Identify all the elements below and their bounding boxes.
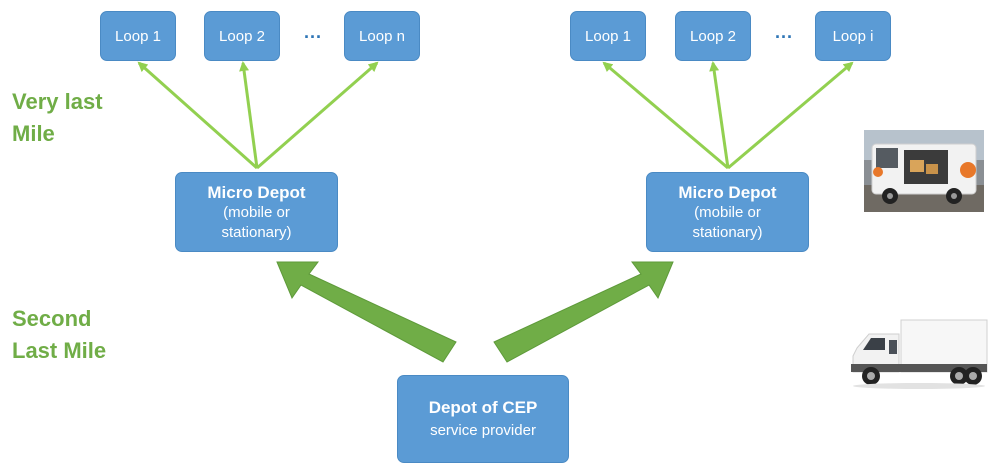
right-loop-1: Loop 1 bbox=[570, 11, 646, 61]
arrow-to-right-loop-2 bbox=[709, 61, 730, 169]
right-micro-depot-line1: (mobile or bbox=[694, 203, 761, 221]
right-loop-1-label: Loop 1 bbox=[585, 27, 631, 45]
left-loop-n: Loop n bbox=[344, 11, 420, 61]
left-micro-depot-line1: (mobile or bbox=[223, 203, 290, 221]
left-loop-1: Loop 1 bbox=[100, 11, 176, 61]
left-loop-n-label: Loop n bbox=[359, 27, 405, 45]
right-micro-depot-line2: stationary) bbox=[692, 223, 763, 241]
box-truck-photo bbox=[851, 319, 988, 389]
right-ellipsis: ... bbox=[775, 22, 794, 42]
left-micro-depot-title: Micro Depot bbox=[207, 182, 306, 202]
cep-depot-subtitle: service provider bbox=[430, 422, 536, 439]
left-micro-depot-line2: stationary) bbox=[221, 223, 292, 241]
right-micro-depot-title: Micro Depot bbox=[678, 182, 777, 202]
cep-depot-title: Depot of CEP bbox=[428, 398, 538, 417]
block-arrow-to-right-micro-depot bbox=[493, 261, 674, 363]
delivery-van-photo bbox=[864, 130, 984, 212]
arrow-to-right-loop-1 bbox=[602, 61, 729, 170]
arrow-to-left-loop-1 bbox=[137, 61, 258, 170]
arrow-to-left-loop-2 bbox=[239, 61, 259, 169]
second-last-mile-label: Second Last Mile bbox=[12, 306, 107, 363]
block-arrow-to-left-micro-depot bbox=[276, 261, 457, 363]
right-loop-i: Loop i bbox=[815, 11, 891, 61]
left-loop-2: Loop 2 bbox=[204, 11, 280, 61]
right-loop-i-label: Loop i bbox=[832, 27, 874, 45]
left-micro-depot: Micro Depot (mobile or stationary) bbox=[175, 172, 338, 252]
arrow-to-left-loop-n bbox=[256, 61, 379, 170]
arrow-to-right-loop-i bbox=[727, 61, 854, 170]
right-loop-2-label: Loop 2 bbox=[690, 27, 736, 45]
left-loop-1-label: Loop 1 bbox=[115, 27, 161, 45]
very-last-mile-label: Very last Mile bbox=[12, 89, 103, 146]
left-ellipsis: ... bbox=[304, 22, 323, 42]
right-micro-depot: Micro Depot (mobile or stationary) bbox=[646, 172, 809, 252]
cep-depot: Depot of CEP service provider bbox=[397, 375, 569, 463]
right-loop-2: Loop 2 bbox=[675, 11, 751, 61]
left-loop-2-label: Loop 2 bbox=[219, 27, 265, 45]
